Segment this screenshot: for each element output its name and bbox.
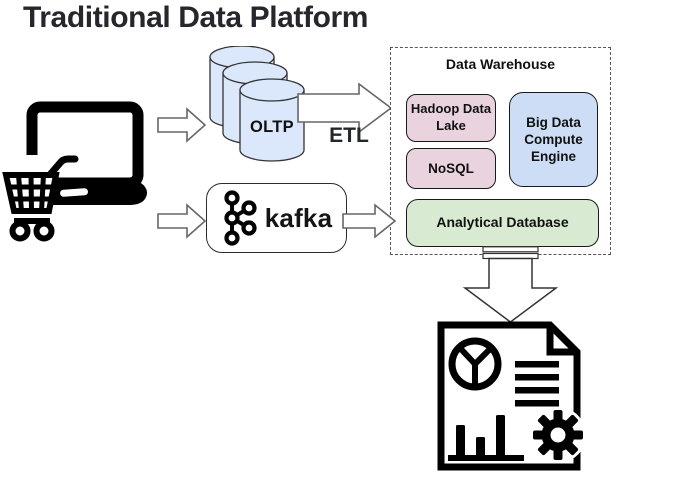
oltp-label: OLTP (250, 118, 294, 136)
ecommerce-laptop-shopping-cart-icon (2, 101, 148, 248)
database-cylinders-icon (209, 46, 305, 162)
arrow-source-to-oltp-icon (157, 107, 207, 143)
arrow-kafka-to-warehouse-icon (342, 203, 397, 239)
data-warehouse-container: Data Warehouse Hadoop Data Lake Big Data… (390, 47, 611, 255)
kafka-label: kafka (264, 202, 333, 233)
kafka-logo-icon (224, 190, 257, 246)
analytics-report-document-icon (437, 321, 586, 471)
hadoop-data-lake-node: Hadoop Data Lake (406, 94, 496, 142)
kafka-node: kafka (206, 183, 347, 253)
arrow-warehouse-to-report-icon (462, 246, 559, 323)
data-warehouse-title: Data Warehouse (445, 56, 556, 72)
page-title: Traditional Data Platform (23, 1, 369, 34)
arrow-source-to-kafka-icon (157, 203, 207, 239)
nosql-node: NoSQL (406, 148, 496, 189)
analytical-database-node: Analytical Database (406, 199, 599, 247)
arrow-etl-icon (297, 82, 393, 134)
gear-icon (533, 410, 583, 460)
big-data-compute-engine-node: Big Data Compute Engine (509, 92, 598, 187)
etl-label: ETL (329, 124, 369, 147)
